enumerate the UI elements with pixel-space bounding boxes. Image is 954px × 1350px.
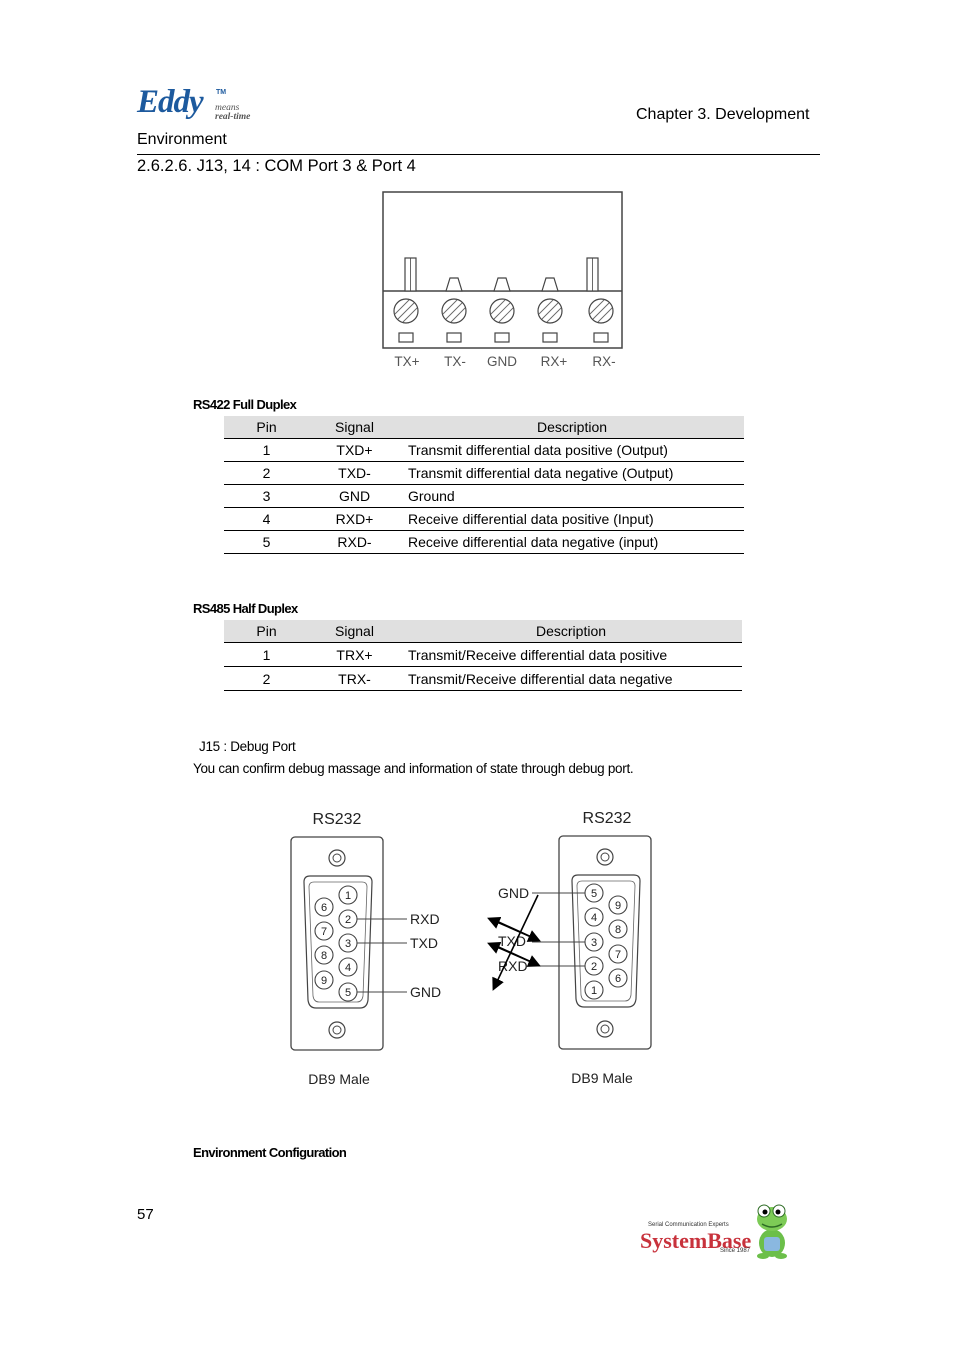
left-pin-7: 7 xyxy=(321,926,327,938)
right-pin-1: 1 xyxy=(591,985,597,997)
left-pin-4: 4 xyxy=(345,962,351,974)
terminal-label-txn: TX- xyxy=(444,354,466,369)
rs485-title: RS485 Half Duplex xyxy=(193,601,298,616)
terminal-label-rxp: RX+ xyxy=(541,354,568,369)
left-pin-1: 1 xyxy=(345,890,351,902)
cell-pin: 2 xyxy=(224,666,309,691)
cell-description: Transmit/Receive differential data posit… xyxy=(400,642,742,667)
cell-pin: 2 xyxy=(224,461,309,485)
cell-signal: TRX- xyxy=(309,666,400,691)
cell-pin: 3 xyxy=(224,484,309,508)
right-signal-gnd: GND xyxy=(498,885,529,901)
cell-description: Transmit differential data positive (Out… xyxy=(400,438,744,462)
right-pin-5: 5 xyxy=(591,888,597,900)
left-signal-rxd: RXD xyxy=(410,911,440,927)
table-header-row: Pin Signal Description xyxy=(224,620,742,643)
cell-signal: TRX+ xyxy=(309,642,400,667)
table-header-row: Pin Signal Description xyxy=(224,416,744,439)
rs422-table: Pin Signal Description 1 TXD+ Transmit d… xyxy=(224,416,744,554)
left-signal-txd: TXD xyxy=(410,935,438,951)
left-pin-8: 8 xyxy=(321,950,327,962)
systembase-tagline: Serial Communication Experts xyxy=(648,1222,729,1228)
cell-description: Transmit differential data negative (Out… xyxy=(400,461,744,485)
env-config-title: Environment Configuration xyxy=(193,1145,347,1160)
cell-signal: TXD+ xyxy=(309,438,400,462)
left-pin-3: 3 xyxy=(345,938,351,950)
header-divider xyxy=(137,154,820,155)
left-connector-caption: DB9 Male xyxy=(308,1071,370,1087)
db9-wiring-diagram: RS232 RS232 DB9 Male DB9 Male 1 2 3 4 5 … xyxy=(290,810,652,1087)
right-pin-3: 3 xyxy=(591,937,597,949)
debug-port-title: J15 : Debug Port xyxy=(199,739,296,754)
col-pin: Pin xyxy=(224,416,309,439)
cell-signal: RXD- xyxy=(309,530,400,554)
right-connector-caption: DB9 Male xyxy=(571,1070,633,1086)
left-pin-6: 6 xyxy=(321,902,327,914)
left-signal-gnd: GND xyxy=(410,984,441,1000)
right-pin-4: 4 xyxy=(591,912,597,924)
right-pin-6: 6 xyxy=(615,973,621,985)
table-row: 5 RXD- Receive differential data negativ… xyxy=(224,530,744,554)
frog-mascot-icon xyxy=(757,1204,787,1259)
col-description: Description xyxy=(400,416,744,439)
right-signal-rxd: RXD xyxy=(498,958,528,974)
table-row: 3 GND Ground xyxy=(224,484,744,508)
rs485-table: Pin Signal Description 1 TRX+ Transmit/R… xyxy=(224,620,742,691)
col-signal: Signal xyxy=(309,620,400,643)
cell-pin: 1 xyxy=(224,642,309,667)
table-row: 4 RXD+ Receive differential data positiv… xyxy=(224,507,744,531)
eddy-logo: Eddy xyxy=(137,84,204,120)
table-row: 1 TXD+ Transmit differential data positi… xyxy=(224,438,744,462)
debug-port-text: You can confirm debug massage and inform… xyxy=(193,761,634,776)
right-pin-9: 9 xyxy=(615,900,621,912)
terminal-label-txp: TX+ xyxy=(394,354,419,369)
tagline-line-2: real-time xyxy=(215,112,251,122)
section-title: 2.6.2.6. J13, 14 : COM Port 3 & Port 4 xyxy=(137,157,416,175)
table-row: 2 TXD- Transmit differential data negati… xyxy=(224,461,744,485)
cell-signal: GND xyxy=(309,484,400,508)
eddy-logo-tagline: means real-time xyxy=(215,103,251,122)
chapter-heading: Chapter 3. Development xyxy=(636,106,810,123)
cell-signal: RXD+ xyxy=(309,507,400,531)
col-pin: Pin xyxy=(224,620,309,643)
right-pin-2: 2 xyxy=(591,961,597,973)
tagline-line-1: means xyxy=(215,103,240,113)
terminal-label-gnd: GND xyxy=(487,354,517,369)
eddy-logo-tm: TM xyxy=(216,89,227,96)
cell-pin: 5 xyxy=(224,530,309,554)
cell-description: Transmit/Receive differential data negat… xyxy=(400,666,742,691)
left-pin-9: 9 xyxy=(321,975,327,987)
col-signal: Signal xyxy=(309,416,400,439)
terminal-label-rxn: RX- xyxy=(592,354,615,369)
right-signal-txd: TXD xyxy=(498,933,526,949)
systembase-since: Since 1987 xyxy=(720,1248,751,1254)
page-number: 57 xyxy=(137,1206,154,1223)
cell-pin: 4 xyxy=(224,507,309,531)
left-pin-2: 2 xyxy=(345,914,351,926)
cell-signal: TXD- xyxy=(309,461,400,485)
right-connector-title: RS232 xyxy=(583,810,632,827)
systembase-logo: SystemBase xyxy=(640,1228,752,1253)
terminal-block-diagram: TX+ TX- GND RX+ RX- xyxy=(382,191,623,369)
chapter-heading-continued: Environment xyxy=(137,131,227,148)
right-pin-8: 8 xyxy=(615,924,621,936)
right-pin-7: 7 xyxy=(615,949,621,961)
left-connector-title: RS232 xyxy=(313,811,362,828)
rs422-title: RS422 Full Duplex xyxy=(193,397,297,412)
cell-description: Ground xyxy=(400,484,744,508)
table-row: 2 TRX- Transmit/Receive differential dat… xyxy=(224,666,742,691)
cell-pin: 1 xyxy=(224,438,309,462)
col-description: Description xyxy=(400,620,742,643)
left-pin-5: 5 xyxy=(345,987,351,999)
cell-description: Receive differential data positive (Inpu… xyxy=(400,507,744,531)
cell-description: Receive differential data negative (inpu… xyxy=(400,530,744,554)
table-row: 1 TRX+ Transmit/Receive differential dat… xyxy=(224,642,742,667)
